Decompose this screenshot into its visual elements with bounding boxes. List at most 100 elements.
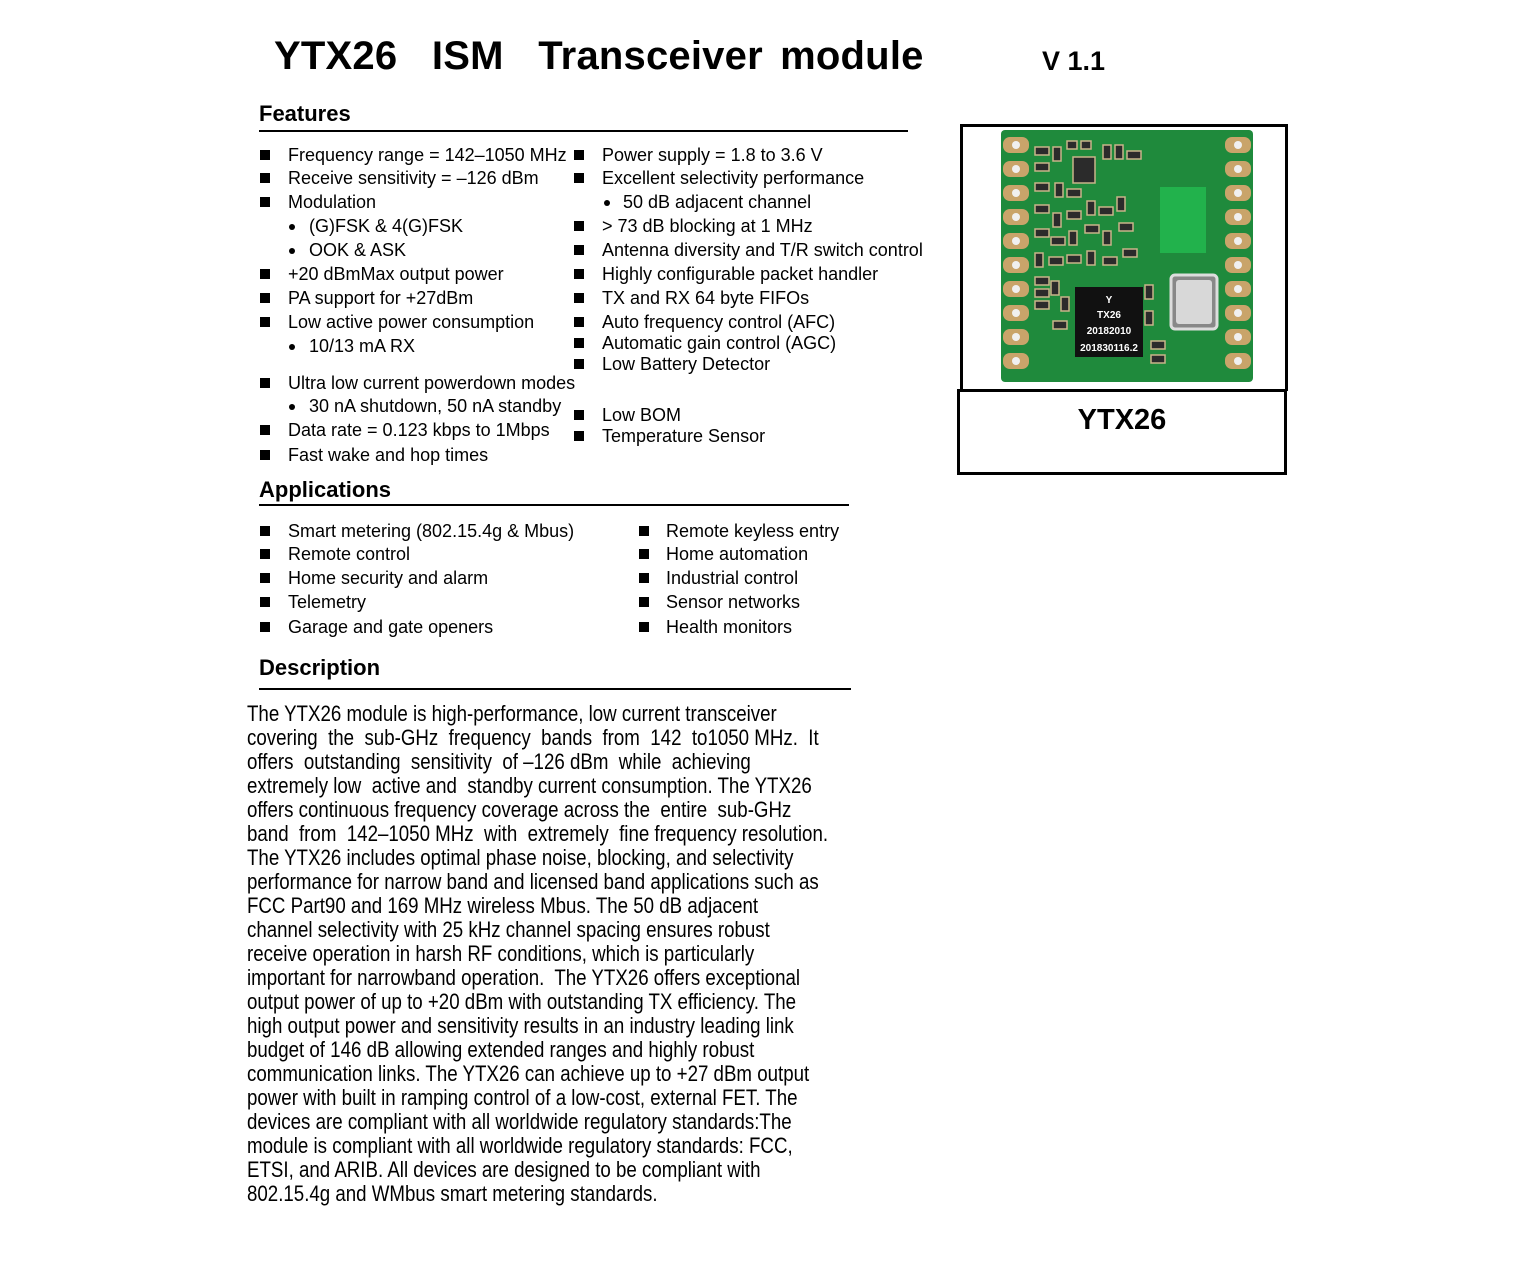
smd-component — [1102, 256, 1118, 266]
smd-component — [1034, 228, 1050, 238]
square-bullet-icon — [574, 221, 584, 231]
square-bullet-icon — [260, 573, 270, 583]
list-item-text: (G)FSK & 4(G)FSK — [309, 216, 464, 236]
smd-component — [1048, 256, 1064, 266]
square-bullet-icon — [260, 173, 270, 183]
smd-component — [1066, 210, 1082, 220]
description-line: extremely low active and standby current… — [247, 773, 812, 798]
list-item-text: Automatic gain control (AGC) — [602, 333, 837, 353]
pad-hole — [1234, 237, 1242, 245]
pad-hole — [1234, 165, 1242, 173]
pad-hole — [1012, 309, 1020, 317]
description-line: The YTX26 module is high-performance, lo… — [247, 701, 777, 726]
smd-component — [1086, 250, 1096, 266]
list-item-text: PA support for +27dBm — [288, 288, 474, 308]
description-line: performance for narrow band and licensed… — [247, 869, 819, 894]
list-item-text: Sensor networks — [666, 592, 801, 612]
pad-hole — [1234, 357, 1242, 365]
smd-component — [1034, 182, 1050, 192]
module-caption: YTX26 — [1077, 404, 1167, 436]
applications-heading: Applications — [259, 477, 392, 502]
module-photo-frame: Y TX26 20182010 201830116.2 — [960, 124, 1288, 391]
pad-hole — [1012, 141, 1020, 149]
list-item-text: Low Battery Detector — [602, 354, 771, 374]
description-text: The YTX26 module is high-performance, lo… — [247, 701, 829, 1206]
description-line: devices are compliant with all worldwide… — [247, 1109, 792, 1134]
square-bullet-icon — [260, 549, 270, 559]
smd-component — [1052, 212, 1062, 228]
list-item-text: Modulation — [288, 192, 377, 212]
applications-rule — [259, 504, 849, 506]
smd-component — [1122, 248, 1138, 258]
chip-marking-4: 201830116.2 — [1080, 343, 1138, 354]
smd-component — [1144, 284, 1154, 300]
smd-component — [1034, 162, 1050, 172]
smd-component — [1034, 276, 1050, 286]
smd-component — [1098, 206, 1114, 216]
list-item-text: Health monitors — [666, 617, 793, 637]
pad-hole — [1012, 285, 1020, 293]
pad-hole — [1234, 333, 1242, 341]
list-item-text: Low BOM — [602, 405, 682, 425]
description-line: budget of 146 dB allowing extended range… — [247, 1037, 755, 1062]
smd-component — [1060, 296, 1070, 312]
module-caption-box: YTX26 — [957, 389, 1287, 475]
description-line: band from 142–1050 MHz with extremely fi… — [247, 821, 829, 846]
square-bullet-icon — [260, 378, 270, 388]
page-title: YTX26 ISM Transceiver module — [274, 34, 924, 78]
smd-component — [1150, 354, 1166, 364]
list-item-text: Fast wake and hop times — [288, 445, 489, 465]
smd-component — [1116, 196, 1126, 212]
pad-hole — [1234, 213, 1242, 221]
square-bullet-icon — [574, 338, 584, 348]
square-bullet-icon — [574, 150, 584, 160]
list-item-text: Remote keyless entry — [666, 521, 840, 541]
list-item-text: Home automation — [666, 544, 809, 564]
smd-component — [1034, 288, 1050, 298]
description-line: The YTX26 includes optimal phase noise, … — [247, 845, 794, 870]
round-bullet-icon — [289, 404, 295, 410]
list-item-text: Frequency range = 142–1050 MHz — [288, 145, 567, 165]
square-bullet-icon — [639, 526, 649, 536]
pad-hole — [1012, 213, 1020, 221]
pad-hole — [1012, 189, 1020, 197]
pad-hole — [1234, 141, 1242, 149]
features-rule — [259, 130, 908, 132]
description-line: FCC Part90 and 169 MHz wireless Mbus. Th… — [247, 893, 759, 918]
smd-component — [1054, 182, 1064, 198]
square-bullet-icon — [260, 425, 270, 435]
pad-hole — [1234, 285, 1242, 293]
chip-marking-2: TX26 — [1097, 310, 1121, 321]
list-item-text: Industrial control — [666, 568, 799, 588]
list-item-text: > 73 dB blocking at 1 MHz — [602, 216, 813, 236]
square-bullet-icon — [639, 549, 649, 559]
square-bullet-icon — [260, 150, 270, 160]
list-item-text: Antenna diversity and T/R switch control — [602, 240, 923, 260]
smd-component — [1066, 140, 1078, 150]
square-bullet-icon — [260, 269, 270, 279]
list-item-text: TX and RX 64 byte FIFOs — [602, 288, 810, 308]
smd-component — [1086, 200, 1096, 216]
smd-component — [1052, 146, 1062, 162]
square-bullet-icon — [260, 526, 270, 536]
list-item-text: Garage and gate openers — [288, 617, 494, 637]
square-bullet-icon — [574, 410, 584, 420]
square-bullet-icon — [574, 431, 584, 441]
square-bullet-icon — [260, 293, 270, 303]
square-bullet-icon — [574, 173, 584, 183]
module-photo: Y TX26 20182010 201830116.2 — [963, 127, 1285, 391]
smd-component — [1102, 144, 1112, 160]
smd-component — [1126, 150, 1142, 160]
smd-component — [1144, 310, 1154, 326]
smd-component — [1102, 230, 1112, 246]
square-bullet-icon — [574, 293, 584, 303]
square-bullet-icon — [260, 317, 270, 327]
description-line: covering the sub-GHz frequency bands fro… — [247, 725, 819, 750]
smd-component — [1114, 144, 1124, 160]
description-line: important for narrowband operation. The … — [247, 965, 801, 990]
square-bullet-icon — [639, 597, 649, 607]
list-item-text: Receive sensitivity = –126 dBm — [288, 168, 539, 188]
square-bullet-icon — [639, 622, 649, 632]
description-line: ETSI, and ARIB. All devices are designed… — [247, 1157, 761, 1182]
square-bullet-icon — [260, 622, 270, 632]
